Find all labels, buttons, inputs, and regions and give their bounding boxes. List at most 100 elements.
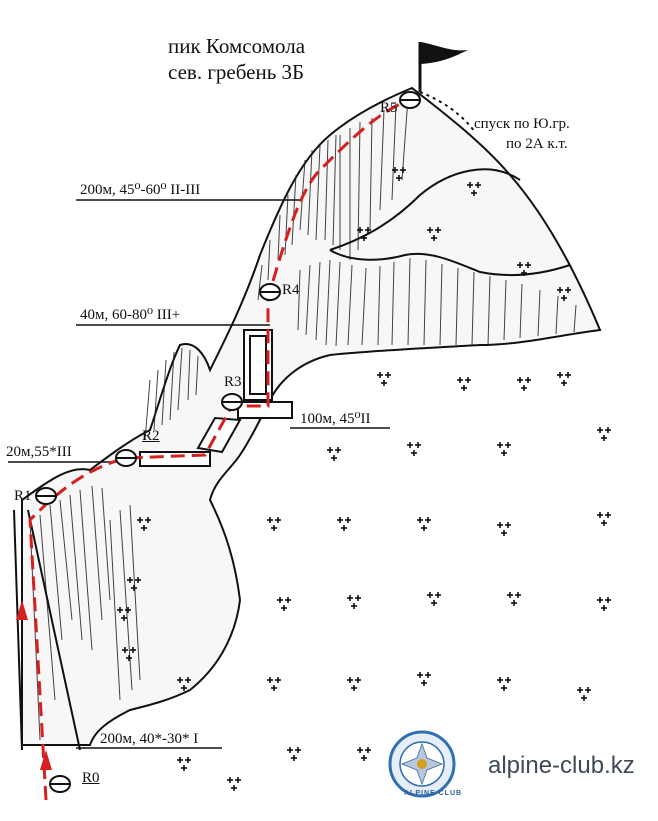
snow-cross	[229, 777, 231, 783]
snow-cross	[359, 227, 361, 233]
snow-cross	[183, 765, 185, 771]
snow-cross	[233, 785, 235, 791]
snow-cross	[119, 607, 121, 613]
snow-cross	[329, 447, 331, 453]
snow-cross	[409, 442, 411, 448]
snow-cross	[433, 235, 435, 241]
snow-cross	[429, 592, 431, 598]
climbing-route	[28, 98, 411, 801]
snow-cross	[507, 522, 509, 528]
snow-cross	[603, 520, 605, 526]
snow-cross	[132, 647, 134, 653]
snow-cross	[129, 577, 131, 583]
descent-label-line1: спуск по Ю.гр.	[474, 116, 570, 132]
snow-cross	[467, 377, 469, 383]
snow-cross	[417, 442, 419, 448]
snow-cross	[507, 442, 509, 448]
snow-cross	[527, 377, 529, 383]
snow-cross	[473, 190, 475, 196]
snow-cross	[567, 372, 569, 378]
mountain-outline	[21, 86, 602, 746]
snow-cross	[349, 677, 351, 683]
snow-cross	[463, 385, 465, 391]
belay-marker-r2	[115, 449, 137, 467]
snow-cross	[459, 377, 461, 383]
snow-cross	[137, 577, 139, 583]
snow-cross	[427, 672, 429, 678]
point-label-r0: R0	[82, 770, 100, 786]
snow-cross	[429, 227, 431, 233]
point-label-r4: R4	[282, 282, 300, 298]
snow-cross	[477, 182, 479, 188]
snow-cross	[353, 685, 355, 691]
snow-cross	[559, 372, 561, 378]
alpine-club-logo-icon	[388, 730, 456, 798]
snow-cross	[503, 530, 505, 536]
descent-label-line2: по 2А к.т.	[506, 136, 568, 152]
snow-cross	[333, 455, 335, 461]
section-label-1: 200м, 40*-30* I	[100, 731, 199, 747]
snow-cross	[363, 235, 365, 241]
belay-marker-r3	[221, 393, 243, 411]
section-label-2: 20м,55*III	[6, 444, 72, 460]
snow-cross	[147, 517, 149, 523]
snow-cross	[269, 517, 271, 523]
snow-cross	[607, 597, 609, 603]
snow-markers	[117, 167, 611, 791]
snow-cross	[603, 605, 605, 611]
snow-cross	[523, 385, 525, 391]
snow-cross	[357, 595, 359, 601]
snow-cross	[563, 295, 565, 301]
snow-cross	[273, 525, 275, 531]
snow-cross	[133, 585, 135, 591]
snow-cross	[277, 517, 279, 523]
snow-cross	[579, 687, 581, 693]
snow-cross	[297, 747, 299, 753]
snow-cross	[603, 435, 605, 441]
snow-cross	[293, 755, 295, 761]
snow-cross	[519, 377, 521, 383]
snow-cross	[523, 270, 525, 276]
snow-cross	[607, 427, 609, 433]
snow-cross	[587, 687, 589, 693]
snow-cross	[402, 167, 404, 173]
snow-cross	[339, 517, 341, 523]
snow-cross	[499, 522, 501, 528]
watermark-text: alpine-club.kz	[488, 752, 635, 779]
snow-cross	[509, 592, 511, 598]
snow-cross	[503, 450, 505, 456]
page-title: пик Комсомола	[168, 34, 306, 58]
snow-cross	[269, 677, 271, 683]
snow-cross	[139, 517, 141, 523]
snow-cross	[419, 672, 421, 678]
snow-cross	[559, 287, 561, 293]
snow-cross	[567, 287, 569, 293]
snow-cross	[379, 372, 381, 378]
snow-cross	[289, 747, 291, 753]
snow-cross	[519, 262, 521, 268]
point-label-r1: R1	[14, 488, 32, 504]
snow-cross	[347, 517, 349, 523]
snow-cross	[513, 600, 515, 606]
point-label-r3: R3	[224, 374, 242, 390]
snow-cross	[359, 747, 361, 753]
snow-cross	[517, 592, 519, 598]
snow-cross	[357, 677, 359, 683]
snow-cross	[437, 227, 439, 233]
snow-cross	[187, 757, 189, 763]
snow-cross	[413, 450, 415, 456]
snow-cross	[187, 677, 189, 683]
snow-cross	[433, 600, 435, 606]
snow-cross	[363, 755, 365, 761]
page-subtitle: сев. гребень 3Б	[168, 60, 305, 84]
snow-cross	[599, 427, 601, 433]
point-label-r5: R5	[380, 100, 398, 116]
snow-cross	[599, 512, 601, 518]
section-label-5: 200м, 45⁰-60⁰ II-III	[80, 182, 201, 198]
snow-cross	[527, 262, 529, 268]
snow-cross	[583, 695, 585, 701]
snow-cross	[427, 517, 429, 523]
start-couloir	[13, 509, 81, 751]
section-leaders	[8, 199, 390, 749]
